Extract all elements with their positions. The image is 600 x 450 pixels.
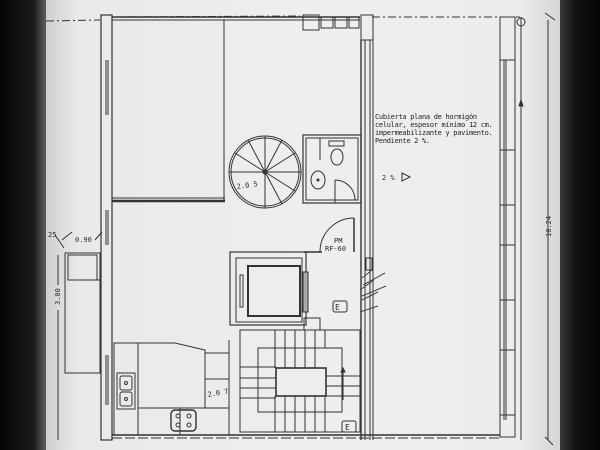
slope-arrow-icon: [401, 172, 412, 182]
dimension-0-90: 0.90: [75, 236, 92, 244]
roof-note-line-1: Cubierta plana de hormigón: [375, 113, 477, 121]
spiral-staircase: [228, 135, 302, 209]
duct-2: [320, 16, 334, 29]
dimension-3-00: 3.00: [54, 288, 62, 305]
stair-direction-arrow: [340, 366, 346, 373]
wall-left-outer: [100, 14, 113, 441]
dimension-10-24: 10.24: [545, 216, 553, 237]
cooktop-icon: [170, 409, 197, 432]
extinguisher-label-1: E: [335, 303, 340, 312]
kitchen-height-label: 2.0 7: [207, 387, 229, 399]
bathroom: [302, 134, 362, 204]
elevator-shaft: [229, 251, 309, 326]
bathroom-door-swing: [334, 179, 356, 201]
fire-door-swing: [319, 217, 355, 253]
extinguisher-label-2: E: [345, 423, 350, 432]
roof-note-line-2: celular, espesor mínimo 12 cm.: [375, 121, 493, 129]
extinguisher-box-1: [332, 300, 348, 313]
toilet-tank: [328, 140, 345, 147]
slope-label: 2 %: [382, 174, 395, 182]
spine-wall-top: [360, 14, 374, 41]
axis-line-top-left: [45, 19, 101, 22]
dimension-corner: 25: [48, 231, 56, 239]
roof-note-line-4: Pendiente 2 %.: [375, 137, 430, 145]
plan-sheet: [46, 0, 560, 450]
left-annex: [54, 231, 103, 440]
photo-dark-edge-left: [0, 0, 48, 450]
door-label-rf60: RF-60: [325, 245, 346, 253]
washbasin-icon: [310, 170, 326, 190]
sink-bowl-1: [119, 375, 133, 391]
main-staircase: [239, 317, 361, 433]
sink-bowl-2: [119, 391, 133, 407]
axis-line-top: [111, 15, 301, 18]
duct-1: [302, 14, 320, 31]
hatched-shaft: [359, 269, 387, 313]
kitchen: [113, 340, 230, 436]
duct-3: [334, 16, 348, 29]
roof-note-line-3: impermeabilizante y pavimento.: [375, 129, 493, 137]
north-arrow: [518, 98, 524, 107]
duct-4: [348, 16, 360, 29]
photo-dark-edge-right: [560, 0, 600, 450]
toilet-icon: [330, 148, 344, 166]
right-facade: [499, 12, 556, 446]
door-label-pm: PM: [334, 237, 342, 245]
stair-height-label: 2.0 5: [236, 180, 258, 191]
fridge: [204, 352, 230, 380]
